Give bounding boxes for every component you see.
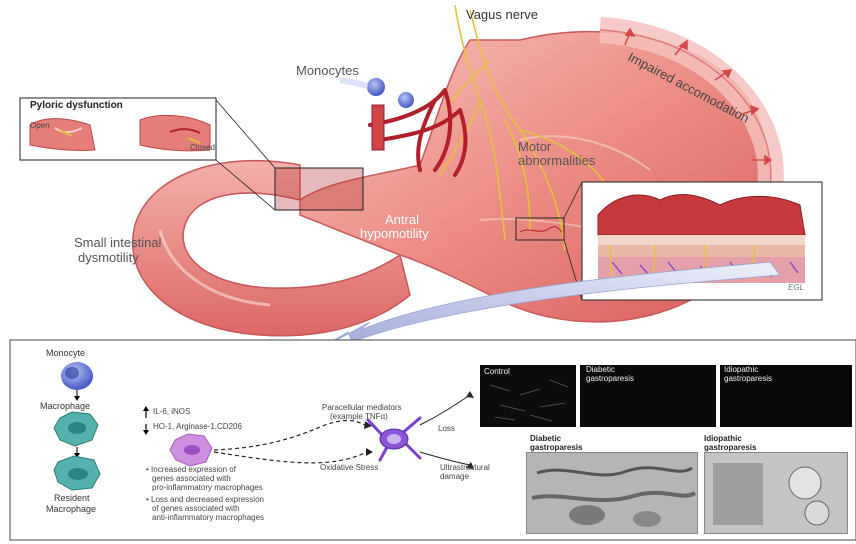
- monocytes-label: Monocytes: [296, 64, 359, 78]
- pyloric-dysfunction-label: Pyloric dysfunction: [30, 100, 123, 111]
- down-markers-label: HO-1, Arginase-1,CD206: [153, 423, 242, 432]
- panel-idiopathic-label-2: gastroparesis: [724, 375, 772, 384]
- ultrastructural-label-2: damage: [440, 473, 469, 482]
- paracellular-label-2: (example TNFα): [330, 413, 388, 422]
- macrophage-label: Macrophage: [40, 402, 90, 412]
- loss-label: Loss: [438, 425, 455, 434]
- panel-diabetic-label-2: gastroparesis: [586, 375, 634, 384]
- panel-control-label: Control: [484, 368, 510, 377]
- resident-macrophage-label-2: Macrophage: [46, 505, 96, 515]
- em-diabetic-label-2: gastroparesis: [530, 444, 582, 453]
- artist-signature: EGL: [788, 284, 804, 293]
- em-idiopathic-label-2: gastroparesis: [704, 444, 756, 453]
- pylorus-region: [275, 168, 363, 210]
- antral-label-2: hypomotility: [360, 227, 429, 241]
- em-idiopathic: [704, 452, 848, 534]
- monocyte-label: Monocyte: [46, 349, 85, 359]
- small-intestinal-label-1: Small intestinal: [74, 236, 161, 250]
- resident-macrophage-label-1: Resident: [54, 494, 90, 504]
- motor-label-2: abnormalities: [518, 154, 595, 168]
- small-intestinal-label-2: dysmotility: [78, 251, 139, 265]
- bullet1-line3: pro-inflammatory macrophages: [152, 484, 263, 493]
- vagus-nerve-label: Vagus nerve: [466, 8, 538, 22]
- up-markers-label: IL-6, iNOS: [153, 408, 190, 417]
- bullet2-line3: anti-inflammatory macrophages: [152, 514, 264, 523]
- oxidative-stress-label: Oxidative Stress: [320, 464, 378, 473]
- icc-label: ICC: [412, 436, 424, 444]
- em-diabetic: [526, 452, 698, 534]
- vessel-cut: [372, 105, 384, 150]
- monocytes-top: [340, 78, 414, 108]
- closed-label: Closed: [190, 144, 215, 153]
- open-label: Open: [30, 122, 50, 131]
